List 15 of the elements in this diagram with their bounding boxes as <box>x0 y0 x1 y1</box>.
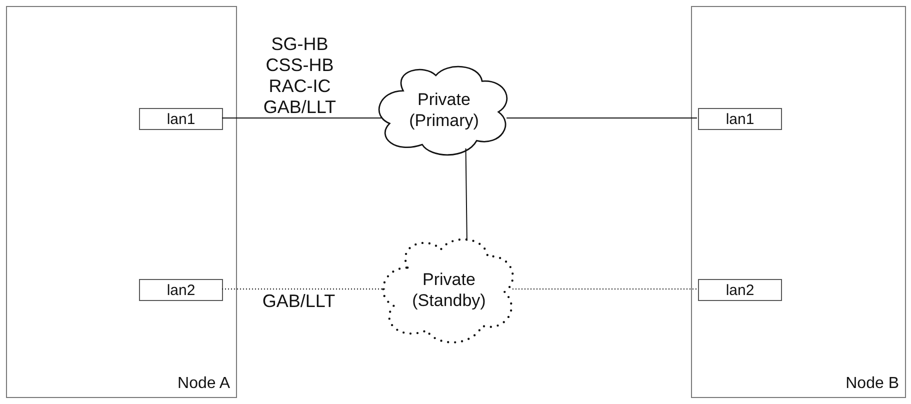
interface-box: lan1 <box>139 108 223 130</box>
host-label: Node B <box>846 375 899 393</box>
connector-line <box>512 288 698 290</box>
host-box <box>6 6 237 398</box>
interface-box: lan2 <box>139 279 223 301</box>
cloud-label: Private (Primary) <box>409 89 479 131</box>
host-box <box>691 6 906 398</box>
connector-line <box>222 288 386 290</box>
edge-label: SG-HB CSS-HB RAC-IC GAB/LLT <box>262 34 338 118</box>
host-label: Node A <box>178 375 230 393</box>
interface-box: lan2 <box>698 279 782 301</box>
connector-line <box>465 148 468 242</box>
interface-box: lan1 <box>698 108 782 130</box>
edge-label: GAB/LLT <box>261 291 336 312</box>
cloud-label: Private (Standby) <box>412 269 486 311</box>
